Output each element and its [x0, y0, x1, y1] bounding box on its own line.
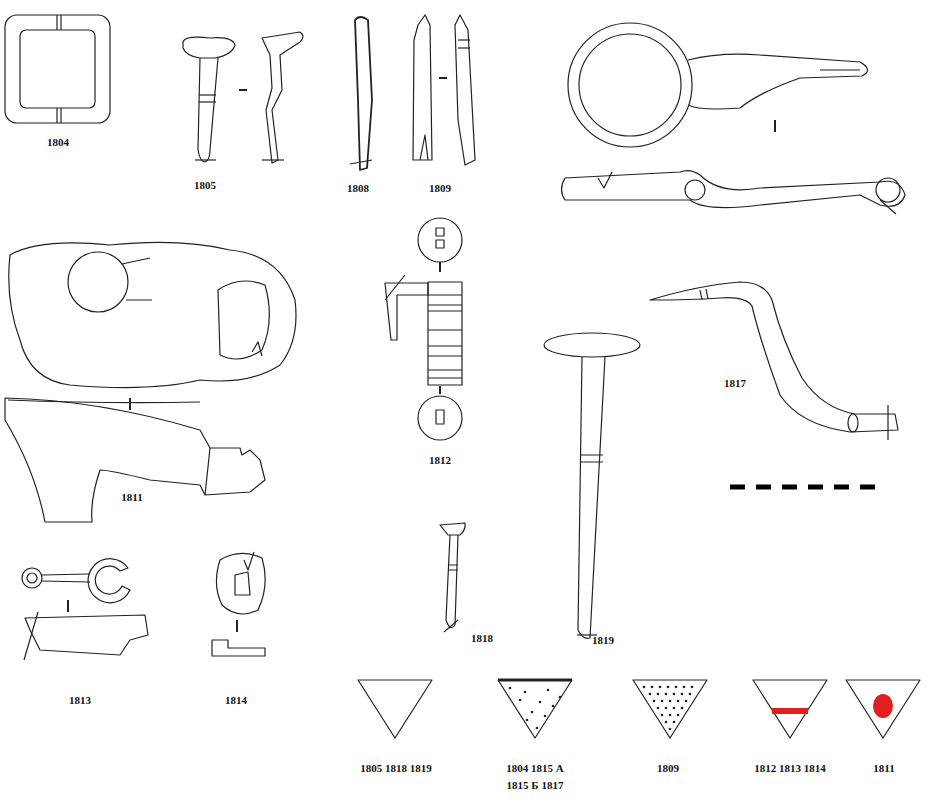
catalog-number: 1811	[121, 489, 142, 506]
catalog-number: 1812	[429, 452, 451, 469]
legend-text: 1804 1815 А 1815 Б 1817	[496, 760, 574, 793]
legend-dots	[509, 686, 694, 731]
catalog-number: 1808	[347, 180, 369, 197]
blade-drawing	[350, 17, 372, 170]
fitting-drawing	[5, 242, 296, 522]
catalog-number: 1819	[592, 632, 614, 649]
catalog-number: 1804	[47, 134, 69, 151]
legend-red-dot	[873, 694, 893, 718]
catalog-number: 1818	[471, 630, 493, 647]
plate-drawing	[212, 552, 265, 656]
cylinder-drawing	[385, 218, 462, 440]
nail-drawing	[440, 523, 465, 632]
hook-drawing	[650, 282, 898, 440]
catalog-number: 1817	[724, 375, 746, 392]
legend-text: 1805 1818 1819	[360, 760, 432, 777]
legend-text: 1811	[873, 760, 894, 777]
legend-red-bar	[772, 708, 808, 714]
catalog-number: 1805	[194, 177, 216, 194]
awl-drawing	[413, 15, 475, 165]
catalog-number: 1809	[429, 180, 451, 197]
nail-drawing	[183, 32, 303, 163]
legend-text: 1812 1813 1814	[754, 760, 826, 777]
legend-text: 1809	[657, 760, 679, 777]
scale-bar	[730, 485, 880, 490]
buckle-drawing	[5, 15, 110, 123]
ring-hinge-drawing	[562, 23, 906, 214]
key-drawing	[22, 559, 148, 660]
nail-drawing	[544, 333, 640, 638]
catalog-number: 1813	[69, 692, 91, 709]
catalog-number: 1814	[225, 692, 247, 709]
legend-symbol	[358, 680, 920, 738]
